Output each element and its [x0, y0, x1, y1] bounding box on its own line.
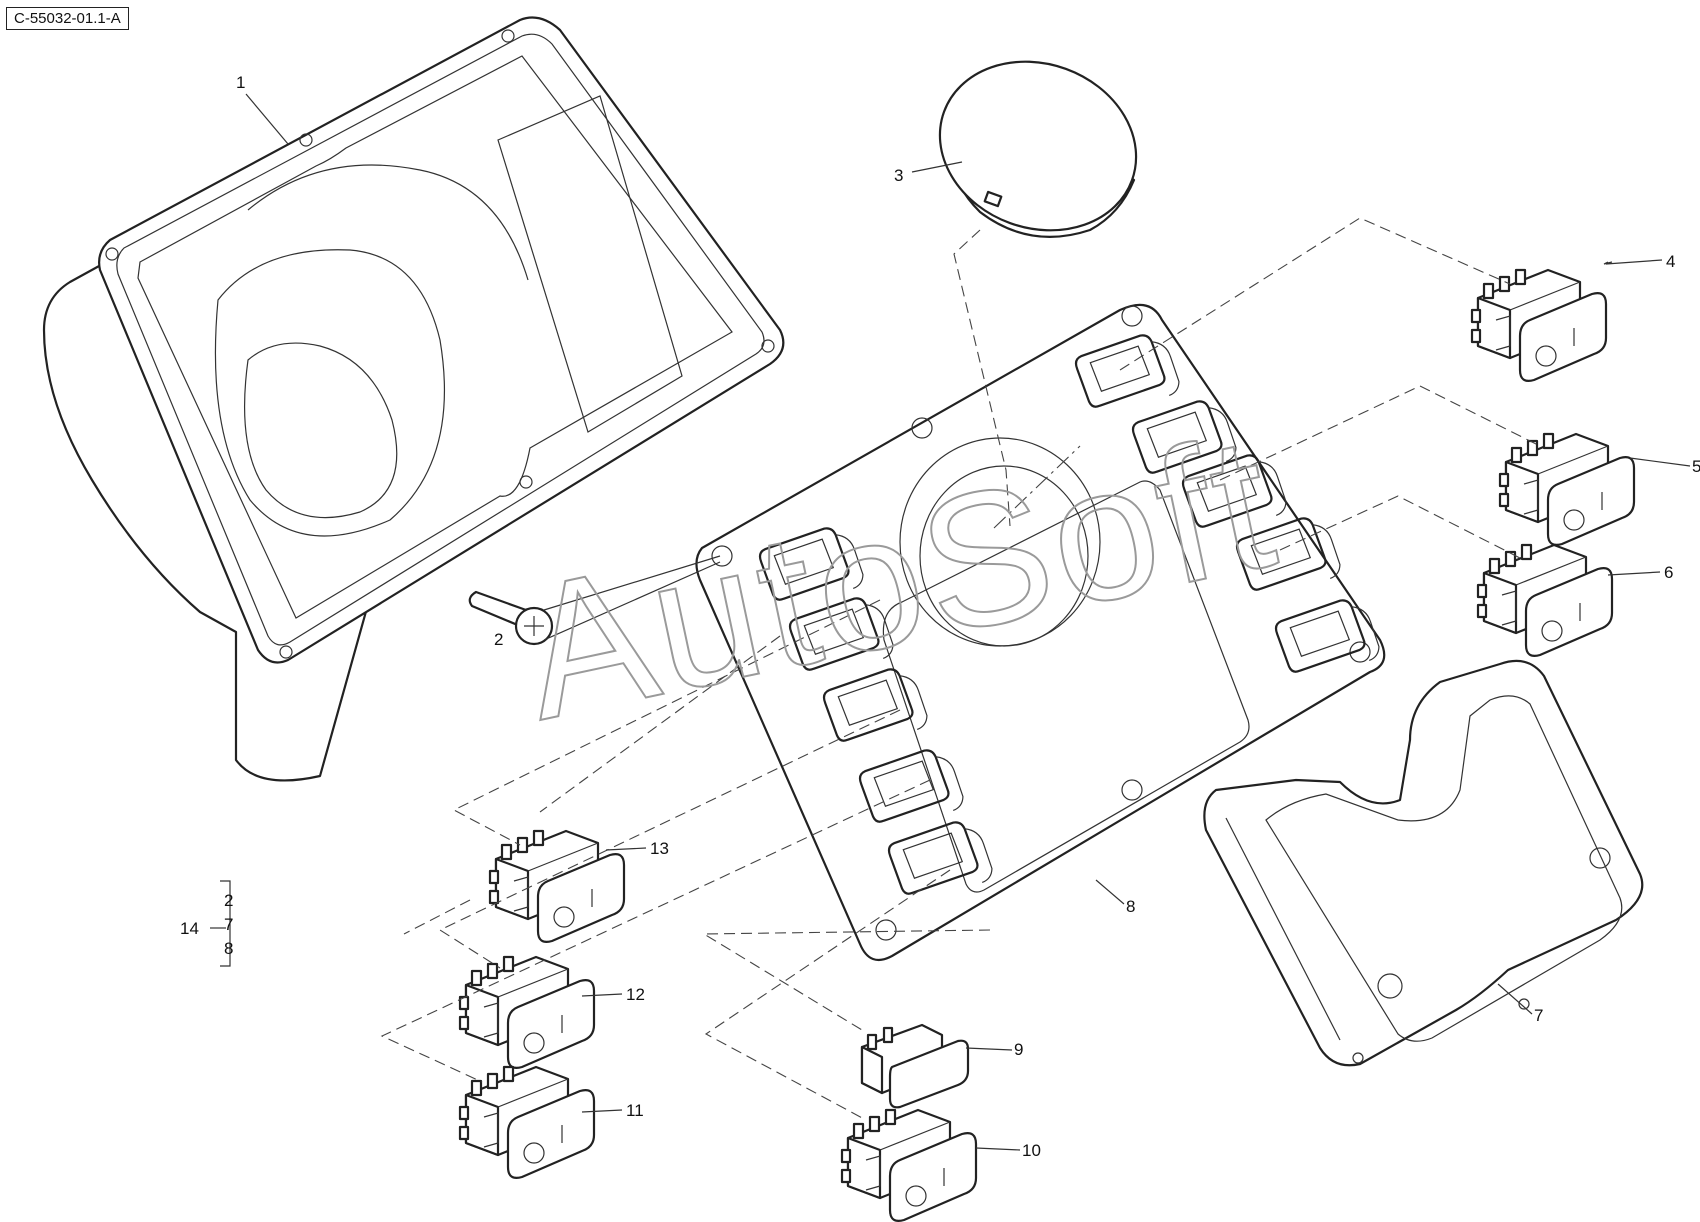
- callout-labels: 1 2 3 4 5 6 7 8 9 10 11 12 13 14 2 7 8: [180, 73, 1700, 1160]
- callout-14: 14: [180, 919, 199, 938]
- kit-item: 2: [224, 891, 233, 910]
- callout-13: 13: [650, 839, 669, 858]
- part-6-rocker-switch: [1476, 543, 1614, 657]
- callout-leaders: [210, 93, 1691, 1151]
- callout-6: 6: [1664, 563, 1673, 582]
- part-11-rocker-switch: [458, 1065, 596, 1179]
- part-13-rocker-switch: [488, 829, 626, 943]
- part-10-rocker-switch: [840, 1108, 978, 1222]
- callout-4: 4: [1666, 252, 1675, 271]
- assembly-lines: [380, 217, 1541, 1121]
- callout-3: 3: [894, 166, 903, 185]
- kit-item: 8: [224, 939, 233, 958]
- part-5-rocker-switch: [1498, 432, 1636, 546]
- callout-11: 11: [626, 1101, 644, 1120]
- part-3-round-gauge: [938, 60, 1138, 238]
- callout-9: 9: [1014, 1040, 1023, 1059]
- part-12-rocker-switch: [458, 955, 596, 1069]
- callout-12: 12: [626, 985, 645, 1004]
- part-9-blank-plug: [860, 1023, 970, 1109]
- callout-2: 2: [494, 630, 503, 649]
- callout-7: 7: [1534, 1006, 1543, 1025]
- part-1-cluster-housing: [42, 16, 785, 782]
- kit-item: 7: [224, 915, 233, 934]
- callout-10: 10: [1022, 1141, 1041, 1160]
- reference-code: C-55032-01.1-A: [6, 7, 129, 30]
- part-2-screw: [468, 590, 554, 646]
- callout-8: 8: [1126, 897, 1135, 916]
- part-4-rocker-switch: [1470, 268, 1608, 382]
- part-7-rear-cover: [1203, 659, 1644, 1067]
- callout-5: 5: [1692, 457, 1700, 476]
- callout-1: 1: [236, 73, 245, 92]
